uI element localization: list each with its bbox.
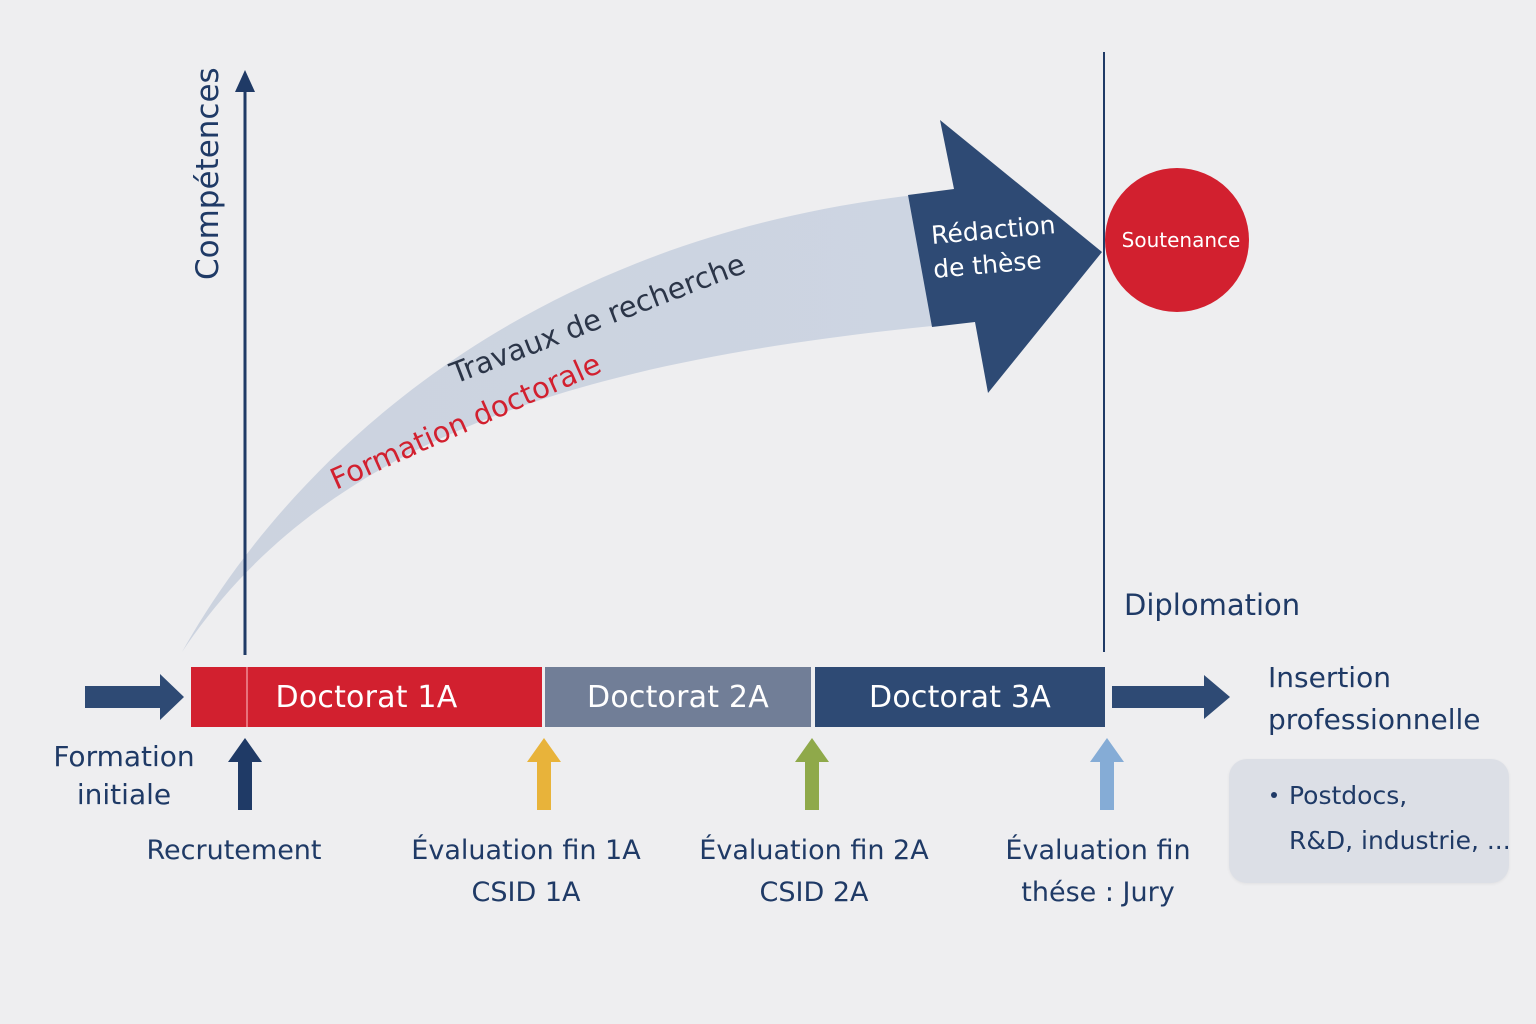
defense-label: Soutenance	[1122, 228, 1241, 252]
career-items-line1: Postdocs,	[1289, 781, 1408, 810]
milestone-label-2a: Évaluation fin 2A CSID 2A	[684, 830, 944, 914]
milestone-label-3a: Évaluation fin thése : Jury	[983, 830, 1213, 914]
competences-axis-arrowhead	[235, 70, 255, 92]
defense-circle	[1105, 168, 1249, 312]
research-band	[182, 195, 932, 652]
phase-box-2a: Doctorat 2A	[545, 667, 811, 727]
milestone-1a-line2: CSID 1A	[471, 877, 581, 908]
phase-label-3a: Doctorat 3A	[869, 679, 1051, 715]
phase-box-3a: Doctorat 3A	[815, 667, 1105, 727]
y-axis-label: Compétences	[190, 67, 226, 280]
milestone-arrow-1a	[527, 738, 561, 810]
milestone-2a-line2: CSID 2A	[759, 877, 869, 908]
milestone-arrow-3a	[1090, 738, 1124, 810]
milestone-2a-line1: Évaluation fin 2A	[699, 835, 929, 866]
phase-1a-divider	[246, 667, 248, 727]
career-items-line2: R&D, industrie, ...	[1289, 826, 1511, 855]
phase-box-1a: Doctorat 1A	[191, 667, 542, 727]
phase-label-1a: Doctorat 1A	[275, 679, 458, 715]
before-label-line2: initiale	[76, 778, 172, 811]
after-label-line2: professionnelle	[1268, 703, 1481, 736]
writing-arrowhead	[908, 120, 1102, 393]
after-label: Insertion professionnelle	[1268, 657, 1480, 741]
before-label: Formation initiale	[40, 738, 208, 814]
milestone-3a-line2: thése : Jury	[1021, 877, 1175, 908]
bullet-dot	[1271, 792, 1277, 798]
milestone-3a-line1: Évaluation fin	[1005, 835, 1191, 866]
milestone-label-recruitment: Recrutement	[134, 830, 334, 872]
milestone-arrow-2a	[795, 738, 829, 810]
phase-label-2a: Doctorat 2A	[587, 679, 769, 715]
milestone-recruitment-line1: Recrutement	[146, 835, 322, 866]
graduation-label: Diplomation	[1124, 588, 1301, 622]
career-info-box: Postdocs, R&D, industrie, ...	[1229, 759, 1511, 883]
before-label-line1: Formation	[53, 740, 195, 773]
career-items: Postdocs, R&D, industrie, ...	[1289, 773, 1511, 863]
output-arrow	[1112, 675, 1230, 719]
input-arrow	[85, 674, 184, 720]
milestone-arrow-recruitment	[228, 738, 262, 810]
after-label-line1: Insertion	[1268, 661, 1391, 694]
milestone-label-1a: Évaluation fin 1A CSID 1A	[396, 830, 656, 914]
milestone-1a-line1: Évaluation fin 1A	[411, 835, 641, 866]
